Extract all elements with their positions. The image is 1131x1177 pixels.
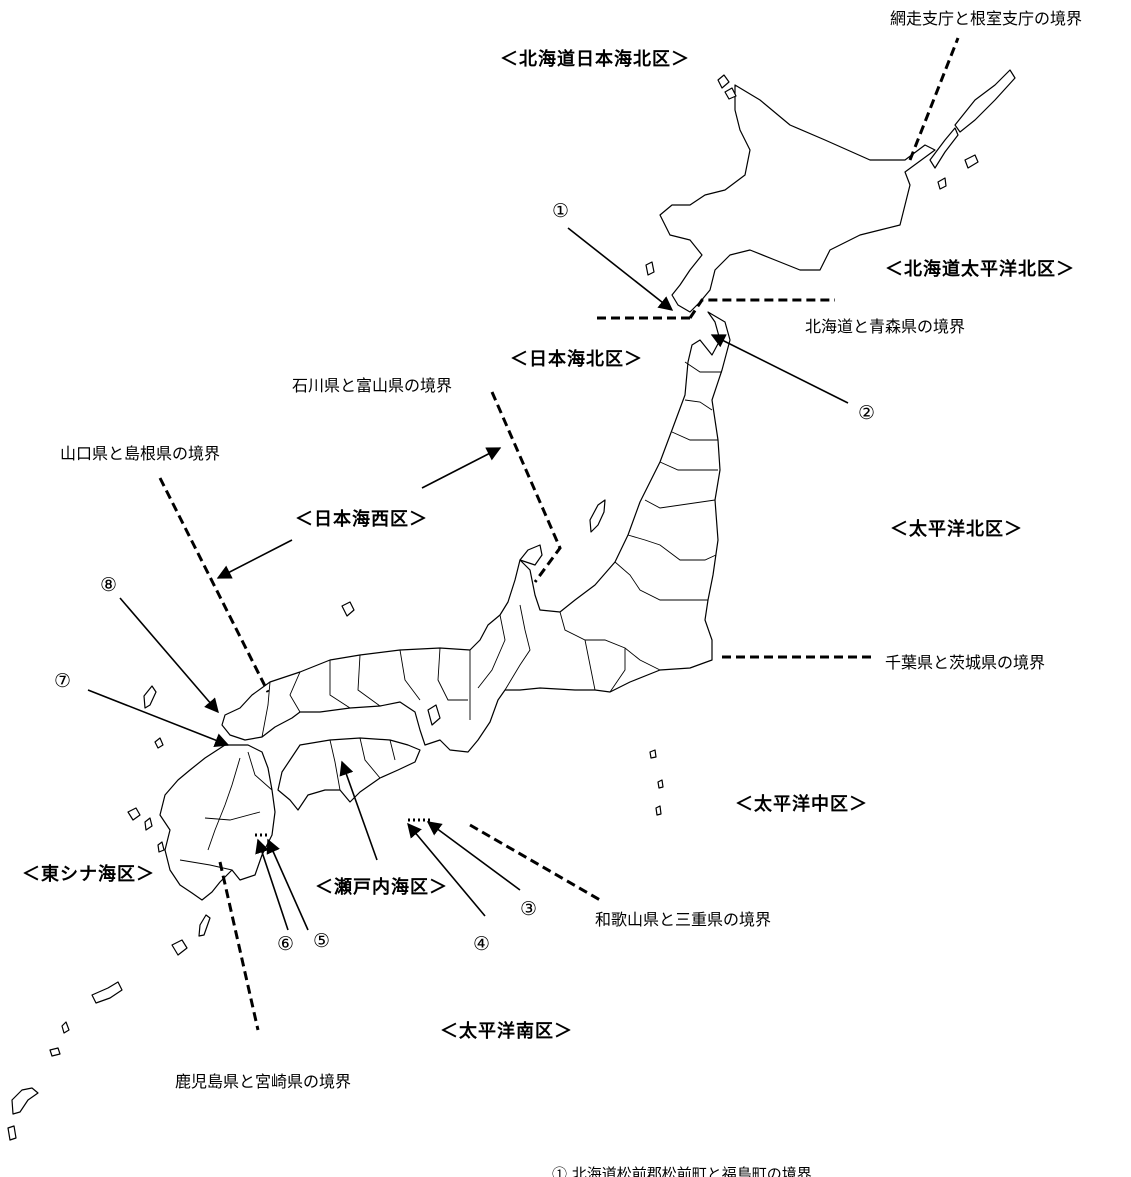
izu-island — [657, 779, 664, 789]
note-ishikawa-toyama: 石川県と富山県の境界 — [292, 376, 453, 395]
marker-5-arrow — [266, 838, 309, 931]
hokkaido-landmass — [659, 84, 936, 313]
marker-8-arrow — [119, 597, 219, 714]
marker-2-arrow — [710, 334, 849, 404]
ishikawa-toyama-boundary — [490, 391, 562, 583]
marker-3-arrow — [426, 821, 521, 891]
okinawa-island — [11, 1087, 39, 1115]
marker-1: ① — [552, 200, 570, 222]
footnote: ① 北海道松前郡松前町と福島町の境界 — [552, 1165, 812, 1177]
southern-island — [61, 1021, 70, 1034]
region-hokkaido-pacific-north: ＜北海道太平洋北区＞ — [885, 259, 1075, 280]
marker-5: ⑤ — [313, 930, 331, 952]
wakayama-mie-boundary — [469, 823, 601, 902]
awaji-island — [427, 704, 441, 726]
note-hokkaido-aomori: 北海道と青森県の境界 — [805, 317, 966, 336]
kuril-island — [937, 177, 947, 190]
region-east-china-sea: ＜東シナ海区＞ — [22, 864, 155, 885]
marker-1-arrow — [567, 227, 674, 311]
region-sea-of-japan-north: ＜日本海北区＞ — [510, 349, 643, 370]
southern-island — [49, 1047, 61, 1057]
noto-peninsula — [519, 544, 543, 566]
oki-island — [341, 601, 355, 617]
note-wakayama-mie: 和歌山県と三重県の境界 — [595, 910, 772, 929]
kuril-island — [929, 127, 959, 169]
honshu-landmass — [221, 311, 731, 753]
abashiri-nemuro-boundary — [908, 37, 960, 161]
marker-7: ⑦ — [54, 670, 72, 692]
seto-inland-sea-arrow — [339, 760, 378, 861]
marker-4: ④ — [473, 933, 491, 955]
marker-8: ⑧ — [100, 574, 118, 596]
kuril-island — [954, 69, 1016, 133]
okinawa-island — [7, 1125, 17, 1141]
tsushima-island — [143, 685, 157, 709]
amami-island — [91, 981, 123, 1004]
marker-4-arrow — [407, 822, 486, 917]
region-hokkaido-sea-of-japan-north: ＜北海道日本海北区＞ — [500, 49, 690, 70]
sado-island — [589, 499, 606, 533]
goto-island — [144, 817, 153, 831]
yamaguchi-shimane-boundary — [158, 477, 270, 693]
hokkaido-aomori-boundary-east — [688, 298, 835, 319]
iki-island — [154, 737, 164, 749]
region-pacific-south: ＜太平洋南区＞ — [440, 1021, 573, 1042]
goto-island — [127, 807, 141, 821]
ishikawa-toyama-arrow — [421, 447, 502, 489]
shikoku-landmass — [277, 737, 421, 811]
kagoshima-miyazaki-boundary — [218, 861, 260, 1031]
tanegashima-island — [198, 914, 211, 937]
marker-2: ② — [858, 402, 876, 424]
region-pacific-central: ＜太平洋中区＞ — [735, 794, 868, 815]
note-abashiri-nemuro: 網走支庁と根室支庁の境界 — [890, 9, 1083, 28]
note-kagoshima-miyazaki: 鹿児島県と宮崎県の境界 — [175, 1072, 352, 1091]
rishiri-island — [717, 74, 730, 89]
rebun-island — [724, 87, 737, 100]
region-seto-inland-sea: ＜瀬戸内海区＞ — [315, 877, 448, 898]
kyushu-landmass — [159, 744, 276, 901]
okushiri-island — [645, 261, 655, 276]
yakushima-island — [171, 939, 188, 956]
region-pacific-north: ＜太平洋北区＞ — [890, 519, 1023, 540]
yamaguchi-shimane-arrow — [216, 539, 293, 579]
note-yamaguchi-shimane: 山口県と島根県の境界 — [60, 444, 221, 463]
koshiki-island — [157, 841, 165, 853]
region-sea-of-japan-west: ＜日本海西区＞ — [295, 509, 428, 530]
marker-6-arrow — [255, 838, 289, 931]
prefecture-boundaries — [179, 361, 722, 871]
marker-6: ⑥ — [277, 933, 295, 955]
marker-3: ③ — [520, 898, 538, 920]
note-chiba-ibaraki: 千葉県と茨城県の境界 — [885, 653, 1046, 672]
kuril-island — [964, 154, 979, 169]
izu-island — [649, 749, 657, 759]
marker-7-arrow — [87, 689, 230, 747]
izu-island — [655, 805, 662, 816]
